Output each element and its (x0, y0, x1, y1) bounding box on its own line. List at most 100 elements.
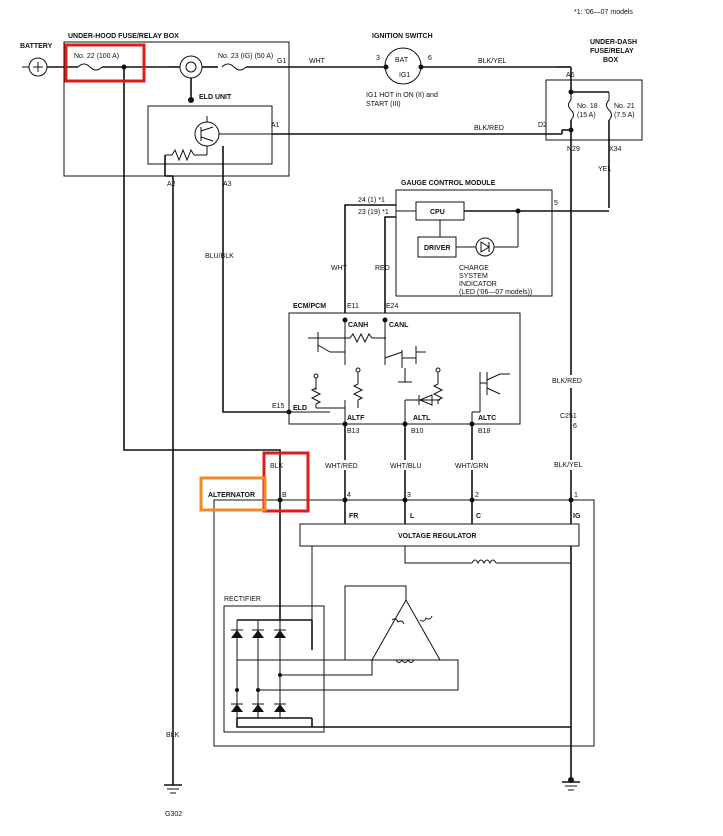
ignition-ig1-label: IG1 (399, 72, 410, 79)
rectifier-diodes (231, 619, 312, 719)
voltage-regulator-box (299, 523, 580, 547)
ecm-pin-e24: E24 (386, 303, 399, 310)
field-coil-icon (471, 559, 497, 565)
wire-blk-red2-label: BLK/RED (552, 378, 582, 385)
ecm-altc: ALTC (478, 415, 496, 422)
underdash-title-1: UNDER-DASH (590, 39, 637, 46)
ecm-pin-b13: B13 (347, 428, 360, 435)
ecm-can-circuit (308, 320, 426, 368)
ignition-note-line2: START (III) (366, 101, 401, 108)
pin-a1: A1 (271, 122, 280, 129)
underdash-title-2: FUSE/RELAY (590, 48, 634, 55)
fuse22-icon (77, 63, 103, 71)
alt-pin-4: 4 (347, 492, 351, 499)
ecm-pin-b10: B10 (411, 428, 424, 435)
stator-winding-icon (371, 598, 441, 663)
alt-l: L (410, 513, 415, 520)
wire-blk-ground-label: BLK (166, 732, 180, 739)
indicator-label-3: INDICATOR (459, 281, 497, 288)
ecm-transistors (310, 367, 510, 412)
fuse21-rating: (7.5 A) (614, 112, 635, 119)
alt-ig: IG (573, 513, 581, 520)
fuse23-label: No. 23 (IG) (50 A) (218, 53, 273, 60)
connector-c251-pin: 6 (573, 423, 577, 430)
wire-wht-label: WHT (309, 58, 326, 65)
alt-pin-1: 1 (574, 492, 578, 499)
fuse18-rating: (15 A) (577, 112, 596, 119)
indicator-label-2: SYSTEM (459, 273, 488, 280)
models-footnote: *1: '06—07 models (574, 9, 633, 16)
gauge-module-box (395, 189, 553, 297)
ecm-title: ECM/PCM (293, 303, 326, 310)
ecm-canl: CANL (389, 322, 409, 329)
gauge-pin5: 5 (554, 200, 558, 207)
alternator-b-highlight (262, 451, 310, 513)
eld-transistor-icon (194, 121, 220, 147)
alternator-ground-icon (562, 777, 580, 791)
underdash-title-3: BOX (603, 57, 619, 64)
indicator-label-1: CHARGE (459, 265, 489, 272)
wire-blk-yel-label: BLK/YEL (478, 58, 507, 65)
rectifier-label: RECTIFIER (224, 596, 261, 603)
ground-g302-label: G302 (165, 811, 182, 818)
alt-fr: FR (349, 513, 358, 520)
eld-unit-label: ELD UNIT (199, 94, 232, 101)
alt-pin-2: 2 (475, 492, 479, 499)
ecm-altl: ALTL (413, 415, 431, 422)
pin-a3: A3 (223, 181, 232, 188)
ignition-pin6: 6 (428, 55, 432, 62)
pin-a2: A2 (167, 181, 176, 188)
wire-red-label: RED (375, 265, 390, 272)
gauge-module-title: GAUGE CONTROL MODULE (401, 180, 496, 187)
pin-a6: A6 (566, 72, 575, 79)
wire-wht2-label: WHT (331, 265, 348, 272)
ignition-switch-title: IGNITION SWITCH (372, 33, 433, 40)
fuse22-label: No. 22 (100 A) (74, 53, 119, 60)
cpu-label: CPU (430, 209, 445, 216)
fuse23-icon (221, 63, 247, 71)
pin-x34: X34 (609, 146, 622, 153)
alt-pin-b: B (282, 492, 287, 499)
ignition-bat-label: BAT (395, 57, 409, 64)
fuse18-label: No. 18 (577, 103, 598, 110)
underhood-box (63, 41, 290, 177)
driver-label: DRIVER (424, 245, 450, 252)
gauge-pin23: 23 (19) *1 (358, 209, 389, 216)
alternator-label-highlight (199, 476, 267, 512)
gauge-pin24: 24 (1) *1 (358, 197, 385, 204)
wire-wht-red-label: WHT/RED (325, 463, 358, 470)
pin-g1: G1 (277, 58, 286, 65)
connector-c251-label: C251 (560, 413, 577, 420)
ground-g302-icon (164, 784, 182, 794)
fuse21-label: No. 21 (614, 103, 635, 110)
underhood-box-title: UNDER-HOOD FUSE/RELAY BOX (68, 33, 179, 40)
alt-pin-3: 3 (407, 492, 411, 499)
ignition-note-line1: IG1 HOT in ON (II) and (366, 92, 438, 99)
alternator-label: ALTERNATOR (208, 492, 255, 499)
wire-blk-red-label: BLK/RED (474, 125, 504, 132)
wire-wht-grn-label: WHT/GRN (455, 463, 488, 470)
ecm-canh: CANH (348, 322, 368, 329)
voltage-regulator-label: VOLTAGE REGULATOR (398, 533, 476, 540)
ecm-pin-e11: E11 (347, 303, 359, 310)
fuse22-highlight (64, 43, 146, 83)
pin-d2: D2 (538, 122, 547, 129)
wire-blk-yel2-label: BLK/YEL (554, 462, 583, 469)
wire-wht-blu-label: WHT/BLU (390, 463, 422, 470)
eld-unit-box (147, 105, 273, 165)
stud-terminal-icon (179, 55, 203, 103)
eld-resistor-icon (171, 148, 195, 162)
battery-label: BATTERY (20, 43, 53, 50)
underdash-box (545, 79, 643, 141)
charge-led-icon (475, 237, 495, 257)
fuse21-icon (606, 99, 612, 121)
wire-yel-label: YEL (598, 166, 611, 173)
battery-icon (28, 57, 48, 77)
pin-n29: N29 (567, 146, 580, 153)
wire-blu-blk-label: BLU/BLK (205, 253, 234, 260)
fuse18-icon (568, 99, 574, 121)
ecm-eld: ELD (293, 405, 307, 412)
indicator-label-4: (LED ('06—07 models)) (459, 289, 532, 296)
rectifier-box (223, 605, 325, 733)
